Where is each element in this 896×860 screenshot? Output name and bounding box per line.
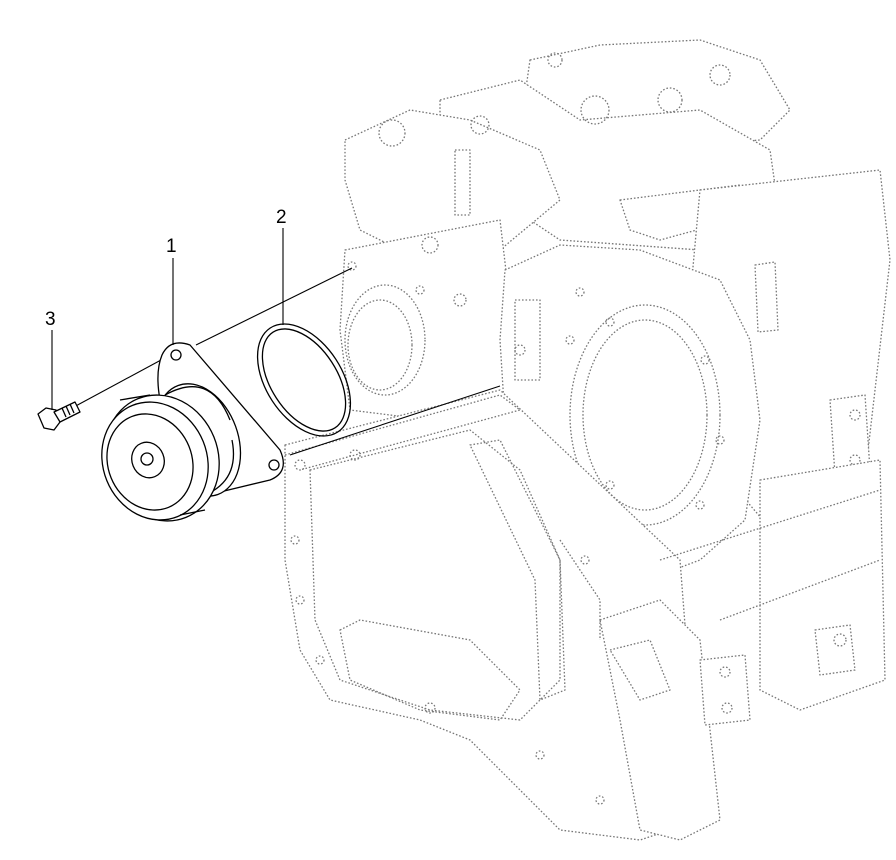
callout-2: 2: [276, 207, 287, 228]
gasket-ring[interactable]: [238, 307, 369, 452]
callout-1: 1: [166, 236, 177, 257]
assembly-lines: [71, 267, 501, 456]
callout-3: 3: [45, 309, 56, 330]
bolt[interactable]: [37, 401, 81, 431]
water-pump[interactable]: [84, 342, 284, 538]
callout-leaders: [51, 228, 284, 410]
engine-block: [284, 39, 891, 841]
